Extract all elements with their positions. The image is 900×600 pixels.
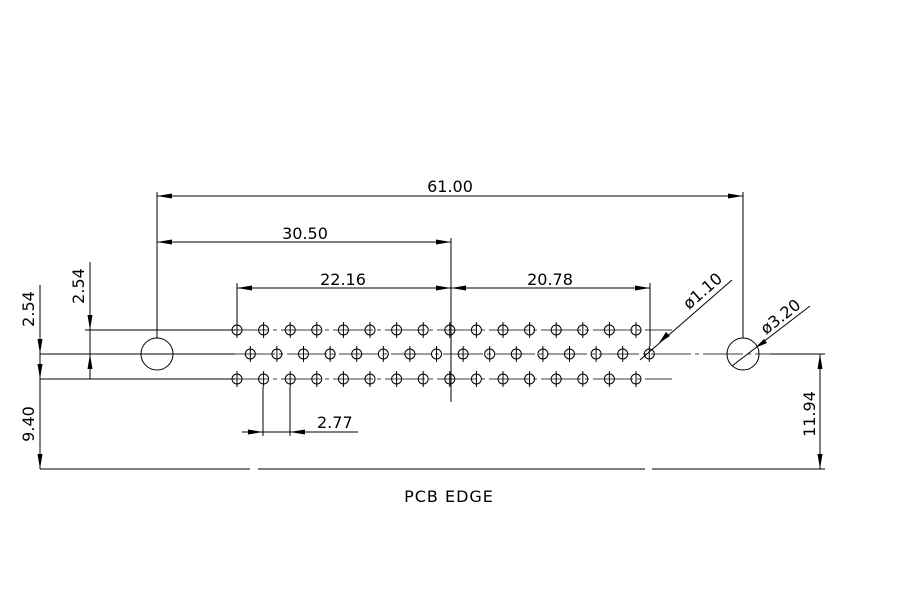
dim-254-inner-arrow-bottom — [87, 354, 93, 369]
dim-30-label: 30.50 — [282, 224, 328, 243]
dim-20-label: 20.78 — [527, 270, 573, 289]
dim-277-arrow-right — [290, 429, 305, 435]
dim-254-outer-label: 2.54 — [19, 291, 38, 327]
dim-1194-arrow-bottom — [817, 454, 823, 469]
dim-20-arrow-right — [635, 285, 650, 291]
dim-254-outer-arrow-bottom — [37, 364, 43, 379]
dim-254-inner-arrow-top — [87, 315, 93, 330]
dim-61-arrow-right — [728, 193, 743, 199]
dim-1194-label: 11.94 — [800, 391, 819, 437]
dim-940-label: 9.40 — [19, 406, 38, 442]
pcb-edge-label: PCB EDGE — [404, 487, 494, 506]
mount-dia-leader — [731, 305, 811, 367]
dim-30-arrow-right — [436, 239, 451, 245]
mount-dia-label: ø3.20 — [757, 295, 804, 338]
dim-1194-arrow-top — [817, 354, 823, 369]
dim-254-outer-arrow-top — [37, 339, 43, 354]
pin-dia-arrow — [659, 332, 670, 343]
dim-22-arrow-right — [436, 285, 451, 291]
dim-254-inner-label: 2.54 — [69, 268, 88, 304]
dim-61-arrow-left — [157, 193, 172, 199]
dim-22-label: 22.16 — [320, 270, 366, 289]
dim-61-label: 61.00 — [427, 177, 473, 196]
dim-30-arrow-left — [157, 239, 172, 245]
dim-20-arrow-left — [451, 285, 466, 291]
dim-277-label: 2.77 — [317, 413, 353, 432]
dim-277-arrow-left — [248, 429, 263, 435]
dim-940-arrow-bottom — [37, 454, 43, 469]
dim-22-arrow-left — [237, 285, 252, 291]
pin-dia-leader — [639, 279, 733, 361]
mount-dia-arrow — [755, 339, 767, 348]
